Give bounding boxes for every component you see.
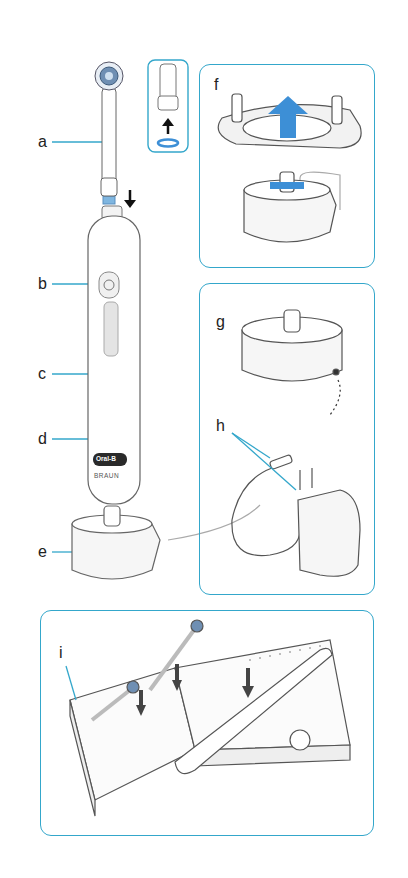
callout-letter: a <box>38 134 47 150</box>
down-arrows <box>136 664 254 716</box>
travel-case <box>70 620 350 816</box>
callout-letter: d <box>38 431 47 447</box>
insert-panel <box>148 60 188 152</box>
callout-letter: b <box>38 276 47 292</box>
callout-letter: h <box>216 418 225 434</box>
charger <box>72 505 260 579</box>
brush-head <box>95 62 123 204</box>
callout-letter: c <box>38 366 46 382</box>
panel-frame: i <box>40 610 374 836</box>
panel-frame: gh <box>199 283 375 595</box>
travel-holder <box>218 94 361 242</box>
callout-letter: e <box>38 544 47 560</box>
up-arrow <box>268 96 308 189</box>
callout-letter: f <box>214 77 218 93</box>
callout-letter: i <box>59 645 63 661</box>
callout-letter: g <box>216 314 225 330</box>
handle <box>88 206 140 504</box>
panel-frame: f <box>199 64 375 268</box>
charger-and-cable <box>232 310 360 576</box>
brand-logo: BRAUN <box>94 473 119 480</box>
down-arrow <box>124 190 136 208</box>
brand-logo: Oral-B <box>96 456 116 463</box>
leader-lines <box>232 433 296 490</box>
